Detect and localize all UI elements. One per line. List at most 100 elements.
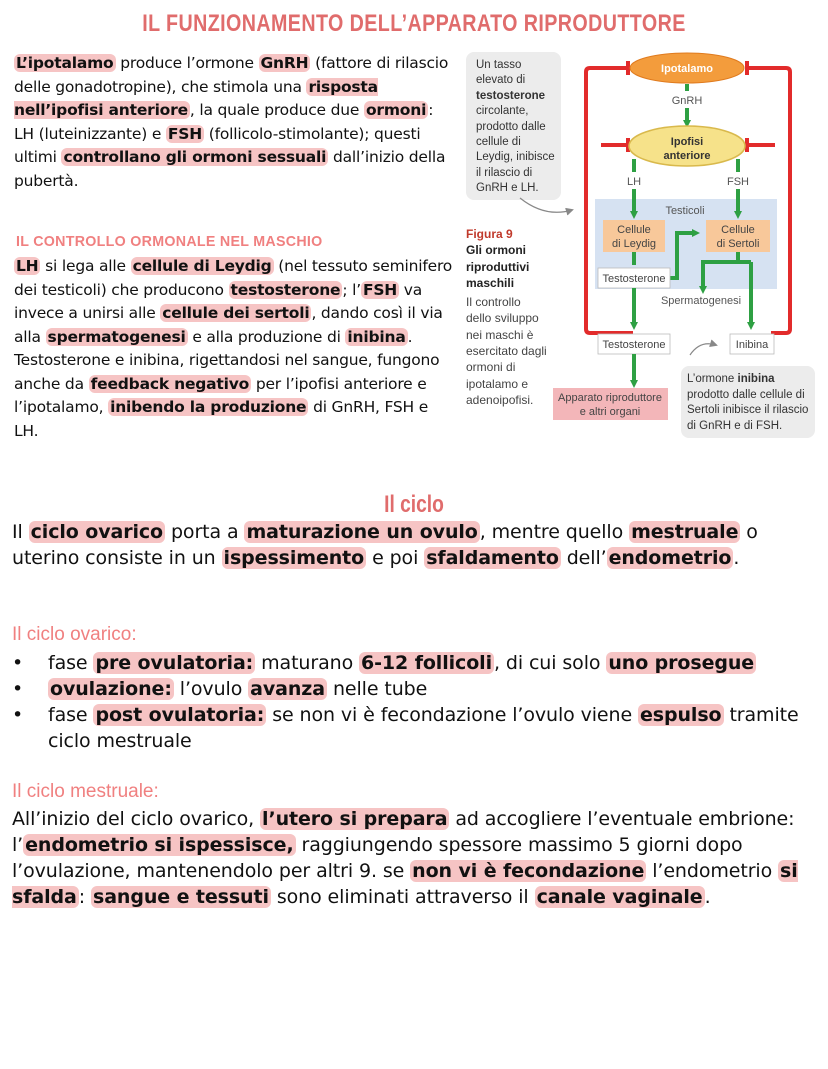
testicoli-label: Testicoli [665, 205, 704, 217]
intro-paragraph: L’ipotalamo produce l’ormone GnRH (fatto… [14, 52, 454, 193]
hl-lh: LH [14, 257, 41, 275]
male-heading: IL CONTROLLO ORMONALE NEL MASCHIO [16, 233, 323, 250]
hl-sertoli: cellule dei sertoli [160, 304, 312, 322]
hl-uno-prosegue: uno prosegue [606, 652, 757, 674]
hl-spermatogenesi: spermatogenesi [45, 327, 188, 346]
text-run: : [78, 886, 91, 908]
mestruale-paragraph: All’inizio del ciclo ovarico, l’utero si… [12, 806, 812, 910]
sertoli-label-2: di Sertoli [717, 238, 760, 250]
text-run: , di cui solo [494, 652, 607, 674]
testosterone-callout: Un tasso elevato di testosterone circola… [466, 52, 561, 200]
text-run: si lega alle [40, 257, 131, 275]
text-run: l’ovulo [173, 678, 249, 700]
text-run: tramite ciclo mestruale [48, 704, 799, 752]
lh-label: LH [627, 176, 641, 188]
text-run: maturano [255, 652, 360, 674]
leydig-cells [603, 220, 665, 252]
hl-utero: l’utero si prepara [260, 808, 450, 830]
ipotalamo-node [629, 52, 745, 84]
callout-text: prodotto dalle cellule di Sertoli inibis… [687, 388, 809, 432]
text-run: e poi [366, 547, 425, 569]
text-run: produce l’ormone [115, 54, 259, 72]
text-run: raggiungendo spessore massimo 5 giorni d… [12, 834, 743, 882]
text-run: ; l’ [342, 280, 361, 299]
text-run: o uterino consiste in un [12, 521, 758, 569]
hl-inibendo: inibendo la produzione [108, 398, 309, 416]
testosterone-out-label: Testosterone [603, 339, 666, 351]
testosterone-inner-label: Testosterone [603, 273, 666, 285]
callout-text: Un tasso elevato di [476, 59, 526, 87]
hl-ormoni: ormoni [363, 101, 429, 119]
hl-mestruale: mestruale [629, 521, 741, 543]
hl-post-ovulatoria: post ovulatoria: [93, 704, 267, 726]
text-run: sono eliminati attraverso il [270, 886, 535, 908]
hl-ciclo-ovarico: ciclo ovarico [28, 521, 166, 543]
mestruale-heading: Il ciclo mestruale: [12, 781, 159, 802]
ipofisi-label-2: anteriore [663, 150, 710, 162]
text-run: , la quale produce due [189, 101, 364, 119]
text-run: fase [48, 652, 94, 674]
pointer-arrow [519, 197, 574, 216]
hl-non-fecondazione: non vi è fecondazione [410, 860, 647, 882]
ciclo-paragraph: Il ciclo ovarico porta a maturazione un … [12, 519, 812, 571]
text-run: (nel tessuto seminifero dei testicoli) c… [14, 257, 453, 299]
hl-follicoli: 6-12 follicoli [359, 652, 494, 674]
text-run: , dando così il via alla [14, 304, 443, 346]
ipofisi-label: Ipofisi [671, 136, 703, 148]
text-run: porta a [165, 521, 245, 543]
hl-fsh: FSH [165, 124, 205, 143]
hl-pre-ovulatoria: pre ovulatoria: [93, 652, 256, 674]
apparato-label: Apparato riproduttore [558, 392, 662, 404]
hl-sfaldamento: sfaldamento [424, 547, 561, 569]
hl-ipotalamo: L’ipotalamo [14, 54, 116, 72]
text-run: di GnRH, FSH e LH. [14, 398, 429, 440]
inibina-box [729, 333, 775, 355]
ovarico-list: • fase pre ovulatoria: maturano 6-12 foll… [12, 650, 812, 754]
hl-controllano: controllano gli ormoni sessuali [61, 148, 329, 166]
bullet: • [12, 678, 24, 700]
hl-fsh: FSH [360, 280, 400, 299]
apparato-label-2: e altri organi [580, 406, 641, 418]
text-run: : LH (luteinizzante) e [14, 101, 434, 143]
figure-number: Figura 9 [466, 227, 513, 241]
text-run: (follicolo-stimolante); questi ultimi [14, 124, 421, 167]
text-run: se non vi è fecondazione l’ovulo viene [266, 704, 638, 726]
ipotalamo-label: Ipotalamo [661, 63, 713, 75]
feedback-line-left [584, 66, 633, 335]
hl-leydig: cellule di Leydig [130, 257, 274, 275]
callout-text: L’ormone [687, 373, 738, 385]
male-paragraph: LH si lega alle cellule di Leydig (nel t… [14, 255, 454, 443]
bullet: • [12, 652, 24, 674]
text-run: All’inizio del ciclo ovarico, [12, 808, 261, 830]
text-run: per l’ipofisi anteriore e l’ipotalamo, [14, 374, 427, 417]
callout-text: circolante, prodotto dalle cellule di Le… [476, 105, 555, 195]
hl-sangue-tessuti: sangue e tessuti [90, 886, 271, 908]
text-run: . [733, 547, 740, 569]
hl-gnrh: GnRH [258, 54, 311, 72]
text-run: dell’ [560, 547, 607, 569]
hl-canale-vaginale: canale vaginale [534, 886, 705, 908]
text-run: dall’inizio della pubertà. [14, 148, 446, 190]
text-run: l’endometrio [646, 860, 779, 882]
leydig-label: Cellule [617, 224, 651, 236]
text-run: ad accogliere l’eventuale embrione: l’ [12, 808, 795, 856]
text-run: . Testosterone e inibina, rigettandosi n… [14, 327, 440, 393]
text-run: e alla produzione di [187, 327, 346, 346]
text-run: (fattore di rilascio delle gonadotropine… [14, 54, 449, 96]
text-run: fase [48, 704, 94, 726]
callout-bold: testosterone [476, 89, 546, 102]
hl-testosterone: testosterone [228, 280, 343, 299]
ipofisi-node [628, 125, 746, 167]
text-run: , mentre quello [479, 521, 630, 543]
hl-endometrio-ispessisce: endometrio si ispessisce, [23, 834, 296, 856]
hl-ispessimento: ispessimento [221, 547, 367, 569]
sertoli-label: Cellule [721, 224, 755, 236]
list-item: •fase post ovulatoria: se non vi è fecon… [12, 702, 812, 754]
hl-espulso: espulso [638, 704, 724, 726]
figure-text: Il controllo dello sviluppo nei maschi è… [466, 295, 547, 407]
list-item: •ovulazione: l’ovulo avanza nelle tube [12, 676, 812, 702]
pointer-arrow [689, 339, 718, 356]
inibina-label: Inibina [736, 339, 769, 351]
figure-caption: Figura 9 Gli ormoni riproduttivi maschil… [466, 226, 548, 408]
text-run: va invece a unirsi alle [14, 280, 423, 323]
